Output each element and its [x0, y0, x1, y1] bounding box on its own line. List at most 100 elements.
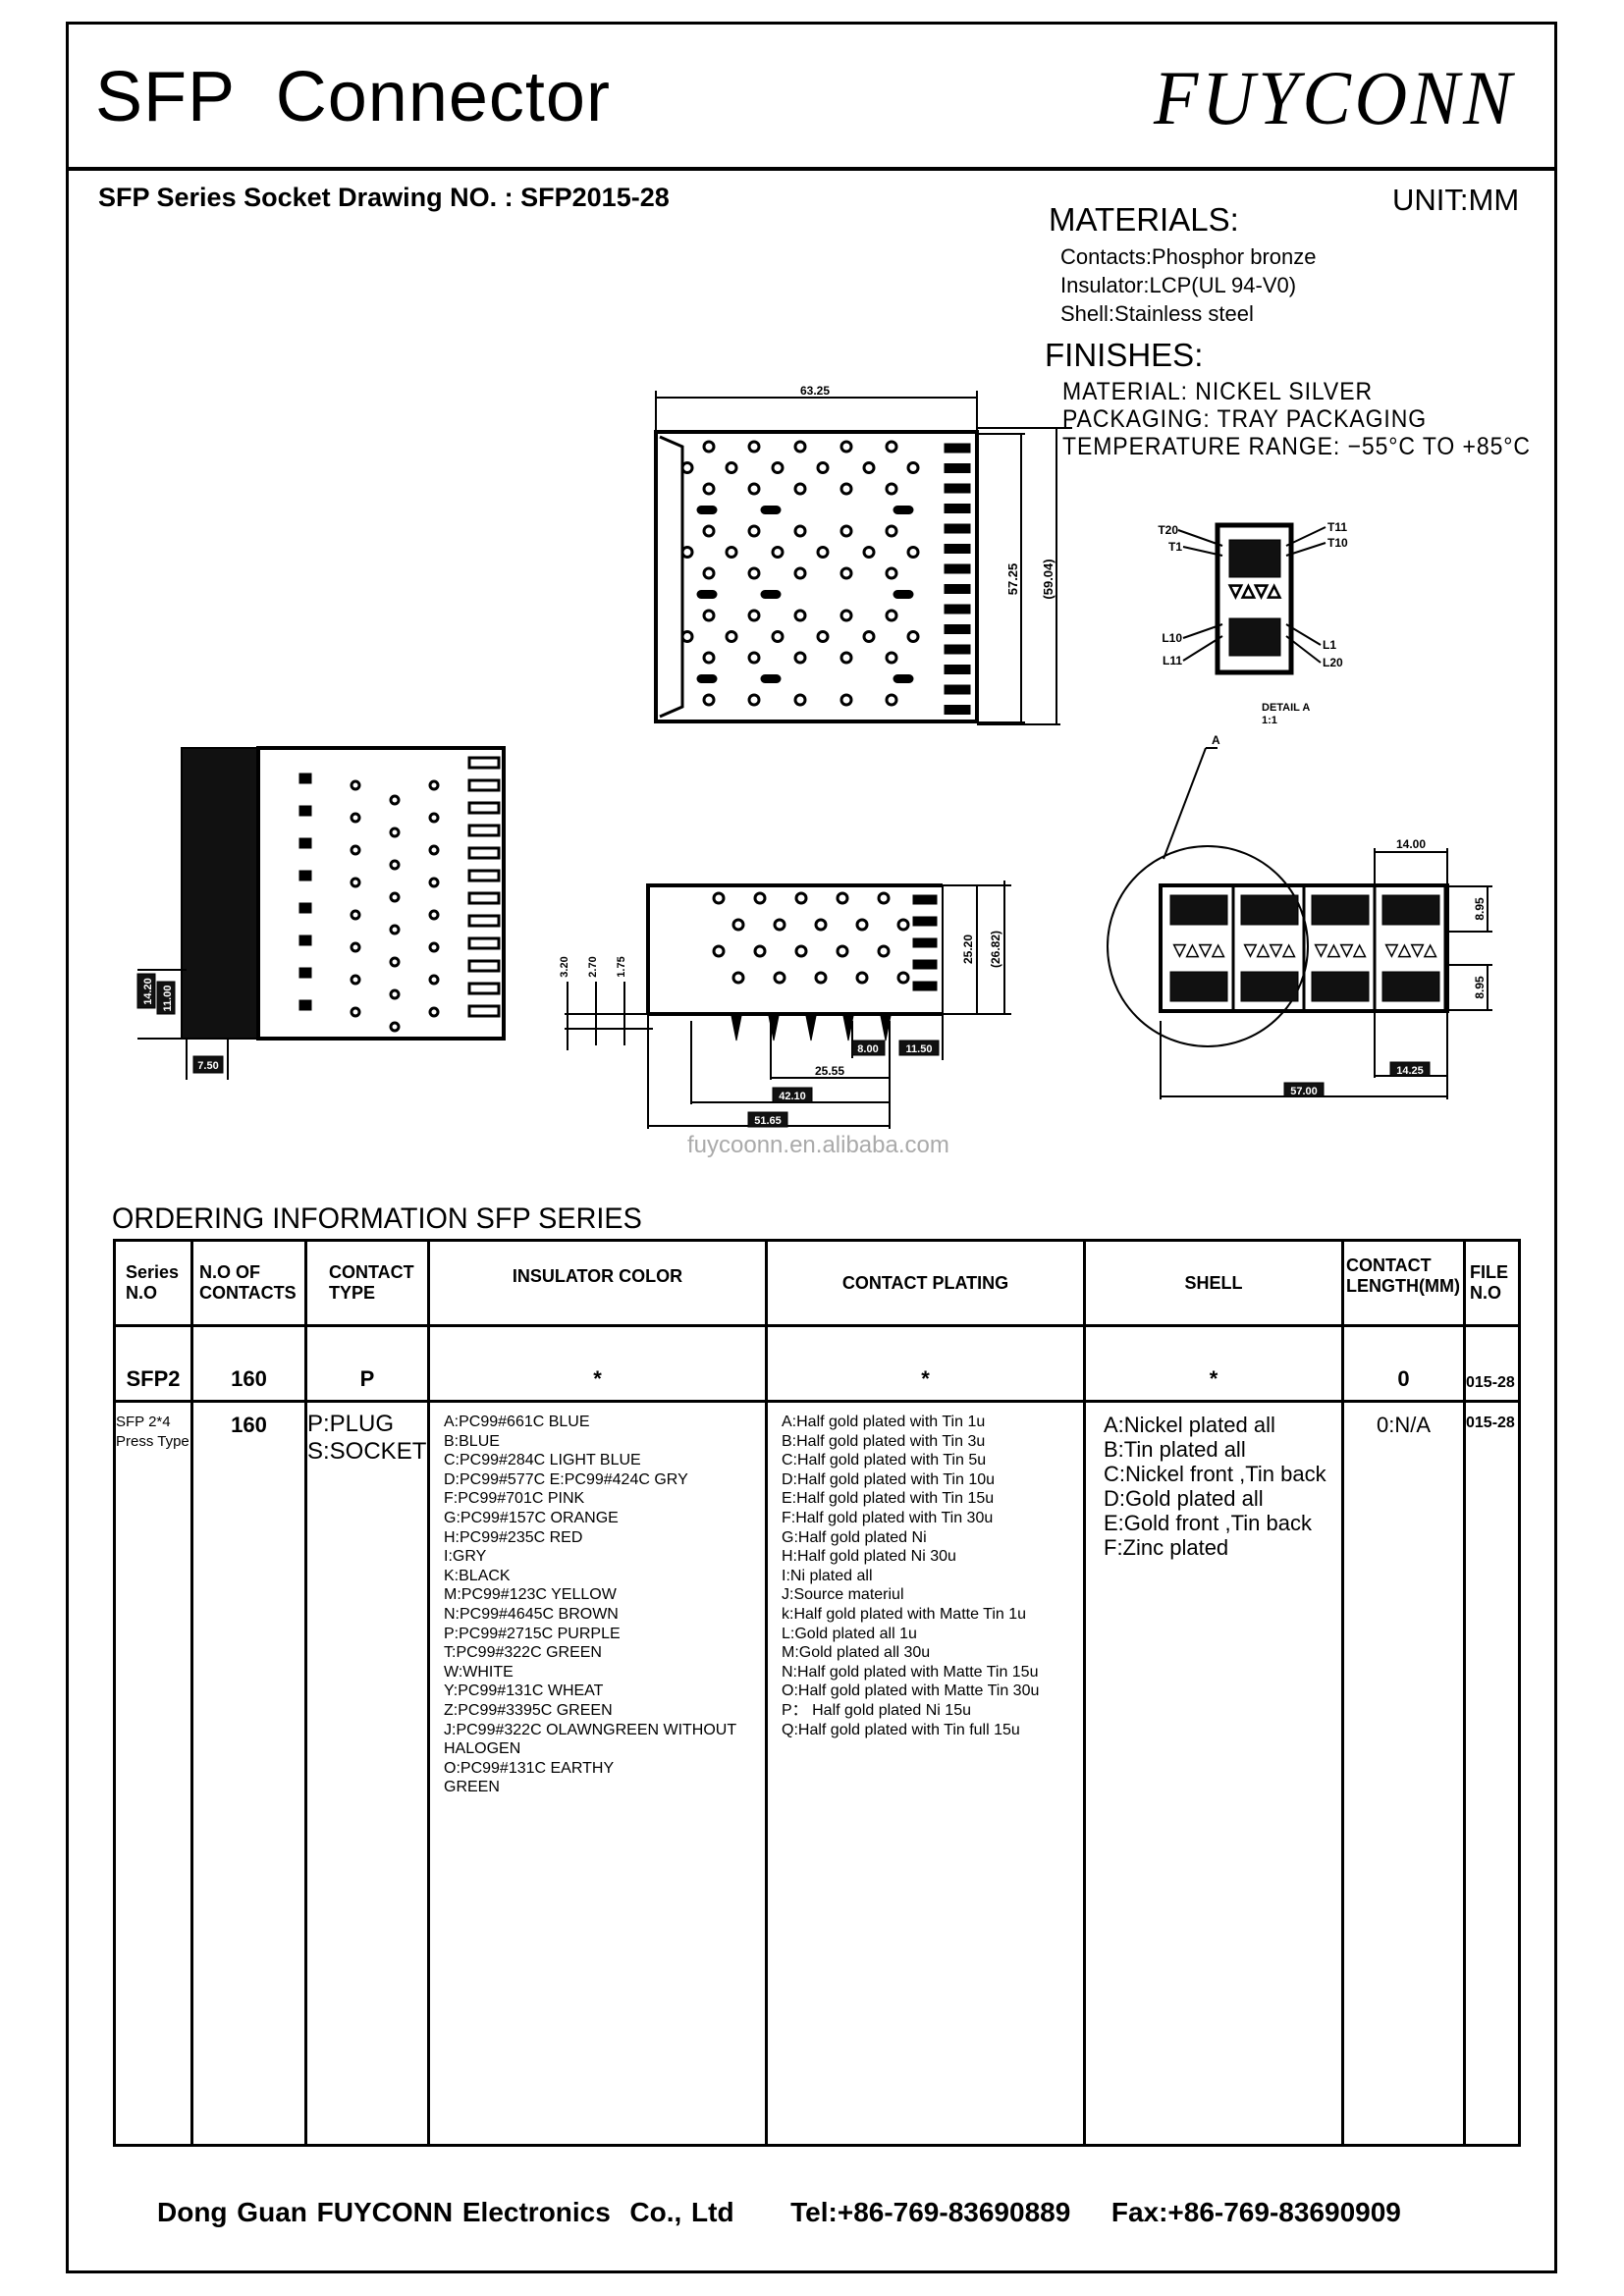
company-name: Dong Guan FUYCONN Electronics Co., Ltd — [157, 2197, 734, 2227]
header-cell: FILE N.O — [1463, 1239, 1521, 1327]
telephone: Tel:+86-769-83690889 — [790, 2197, 1071, 2227]
option-item: A:Half gold plated with Tin 1u — [782, 1414, 986, 1430]
slot — [893, 674, 914, 683]
pin-label: L20 — [1323, 656, 1343, 669]
detail-row: SFP 2*4 Press Type 160 P:PLUG S:SOCKET A… — [113, 1400, 1521, 2147]
vent-hole — [712, 891, 726, 905]
contact-type-option: P:PLUG — [307, 1411, 395, 1437]
option-item: L:Gold plated all 1u — [782, 1625, 917, 1642]
port-lower — [1311, 971, 1370, 1002]
pin — [467, 824, 501, 837]
triangle-markers: ▽△▽△ — [1384, 940, 1437, 959]
summary-cell: 015-28 — [1463, 1324, 1521, 1403]
option-item: GREEN — [444, 1779, 500, 1796]
hole — [428, 844, 440, 856]
option-item: E:Half gold plated with Tin 15u — [782, 1490, 995, 1508]
contact-tab — [944, 523, 971, 534]
dim-front-h1: 3.20 — [559, 956, 570, 977]
vent-hole — [862, 630, 876, 643]
option-item: P:PC99#2715C PURPLE — [444, 1625, 621, 1642]
vent-hole — [747, 440, 761, 454]
slot — [760, 674, 782, 683]
vent-hole — [794, 891, 808, 905]
finishes-section: FINISHES: MATERIAL: NICKEL SILVER PACKAG… — [1045, 337, 1571, 460]
material-item: Contacts:Phosphor bronze — [1060, 244, 1317, 269]
vent-hole — [793, 693, 807, 707]
pin-pad — [298, 805, 312, 817]
port-lower — [1169, 971, 1228, 1002]
vent-hole — [712, 944, 726, 958]
vent-hole — [906, 630, 920, 643]
vent-hole — [771, 630, 785, 643]
pin-label: L11 — [1163, 654, 1182, 667]
contact-type-option: S:SOCKET — [307, 1438, 427, 1465]
contact-tab — [944, 483, 971, 494]
pin-label: T1 — [1168, 540, 1182, 554]
vent-hole — [839, 482, 853, 496]
vent-hole — [814, 971, 828, 985]
vent-hole — [855, 971, 869, 985]
detail-a-scale: 1:1 — [1262, 715, 1277, 726]
option-item: D:Gold plated all — [1104, 1486, 1264, 1511]
option-item: C:Half gold plated with Tin 5u — [782, 1452, 987, 1469]
pin — [467, 778, 501, 792]
option-item: k:Half gold plated with Matte Tin 1u — [782, 1605, 1027, 1623]
contact-tab — [944, 644, 971, 655]
watermark: fuycoonn.en.alibaba.com — [687, 1132, 949, 1158]
contact-tab — [944, 604, 971, 614]
finish-item: PACKAGING: TRAY PACKAGING — [1062, 405, 1428, 433]
hole — [389, 924, 401, 935]
option-item: H:Half gold plated Ni 30u — [782, 1548, 956, 1566]
vent-hole — [906, 461, 920, 474]
vent-hole — [747, 609, 761, 622]
vent-hole — [793, 609, 807, 622]
vent-hole — [855, 918, 869, 932]
vent-hole — [680, 546, 694, 559]
pin — [467, 891, 501, 905]
header-divider — [66, 167, 1557, 171]
vent-hole — [836, 944, 849, 958]
hole — [389, 827, 401, 838]
footer-contact: Dong Guan FUYCONN Electronics Co., Ltd T… — [157, 2197, 1401, 2228]
vent-hole — [753, 891, 767, 905]
file-no-cell: 015-28 — [1463, 1400, 1521, 2147]
dim-end: 14.25 — [1396, 1065, 1424, 1077]
press-pin — [842, 1015, 854, 1041]
vent-hole — [747, 524, 761, 538]
press-pin — [805, 1015, 817, 1041]
port-lower — [1240, 971, 1299, 1002]
contact-tab — [944, 563, 971, 574]
contacts-cell: 160 — [190, 1400, 307, 2147]
press-pin — [880, 1015, 892, 1041]
port-upper — [1169, 894, 1228, 926]
pin-label: T10 — [1327, 536, 1348, 550]
option-item: F:Zinc plated — [1104, 1535, 1229, 1560]
slot — [760, 590, 782, 599]
hole — [428, 941, 440, 953]
vent-hole — [771, 461, 785, 474]
option-item: I:Ni plated all — [782, 1567, 873, 1584]
vent-hole — [747, 693, 761, 707]
summary-row: SFP2 160 P * * * 0 015-28 — [113, 1324, 1521, 1403]
summary-cell: * — [427, 1324, 768, 1403]
materials-section: MATERIALS: Contacts:Phosphor bronze Insu… — [1049, 201, 1317, 328]
vent-hole — [747, 651, 761, 665]
pin — [467, 982, 501, 995]
table-header-row: Series N.O N.O OF CONTACTS CONTACT TYPE … — [113, 1239, 1521, 1327]
header-cell: Series N.O — [113, 1239, 193, 1327]
vent-hole — [793, 440, 807, 454]
option-item: J:PC99#322C OLAWNGREEN WITHOUT — [444, 1721, 737, 1738]
option-item: D:Half gold plated with Tin 10u — [782, 1470, 996, 1488]
option-item: B:Tin plated all — [1104, 1437, 1246, 1462]
pin — [467, 1004, 501, 1018]
option-item: G:PC99#157C ORANGE — [444, 1509, 619, 1526]
option-item: A:PC99#661C BLUE — [444, 1414, 590, 1430]
hole — [350, 909, 361, 921]
pin — [467, 801, 501, 815]
port-upper — [1240, 894, 1299, 926]
pin-pad — [298, 902, 312, 914]
dim-row1: 8.95 — [1473, 897, 1487, 921]
vent-hole — [702, 482, 716, 496]
